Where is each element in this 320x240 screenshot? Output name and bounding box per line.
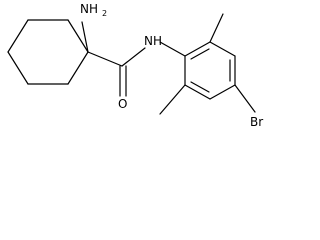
atom-bromine: Br	[250, 115, 263, 129]
bond-ar-4	[209, 84, 236, 100]
bond-methyl-top	[209, 13, 224, 43]
bond-methyl-bottom	[159, 84, 186, 115]
molecule-diagram: NH 2 NH O Br	[7, 2, 263, 129]
bond-ar-1	[184, 41, 211, 57]
bond-nh-aryl	[159, 41, 186, 57]
bond-ar-inner-1	[190, 48, 210, 60]
bond-ring-3	[67, 51, 89, 85]
atom-amide-nh: NH	[144, 34, 162, 48]
bond-ar-2	[209, 41, 236, 57]
atom-amine-n: NH	[80, 2, 98, 16]
bond-ring-2	[67, 19, 89, 53]
bond-c1-carbonyl	[87, 51, 123, 67]
structure-canvas: NH 2 NH O Br	[7, 2, 263, 129]
atom-amine-subscript: 2	[102, 9, 107, 18]
bond-ring-6	[7, 19, 29, 53]
bond-ar-inner-3	[190, 81, 210, 93]
bond-c1-nh2	[81, 21, 89, 53]
bond-br	[234, 84, 256, 113]
bond-ring-5	[7, 51, 29, 85]
atom-carbonyl-o: O	[118, 97, 127, 111]
bond-ar-5	[184, 84, 211, 100]
bond-carbonyl-nh	[121, 47, 146, 67]
